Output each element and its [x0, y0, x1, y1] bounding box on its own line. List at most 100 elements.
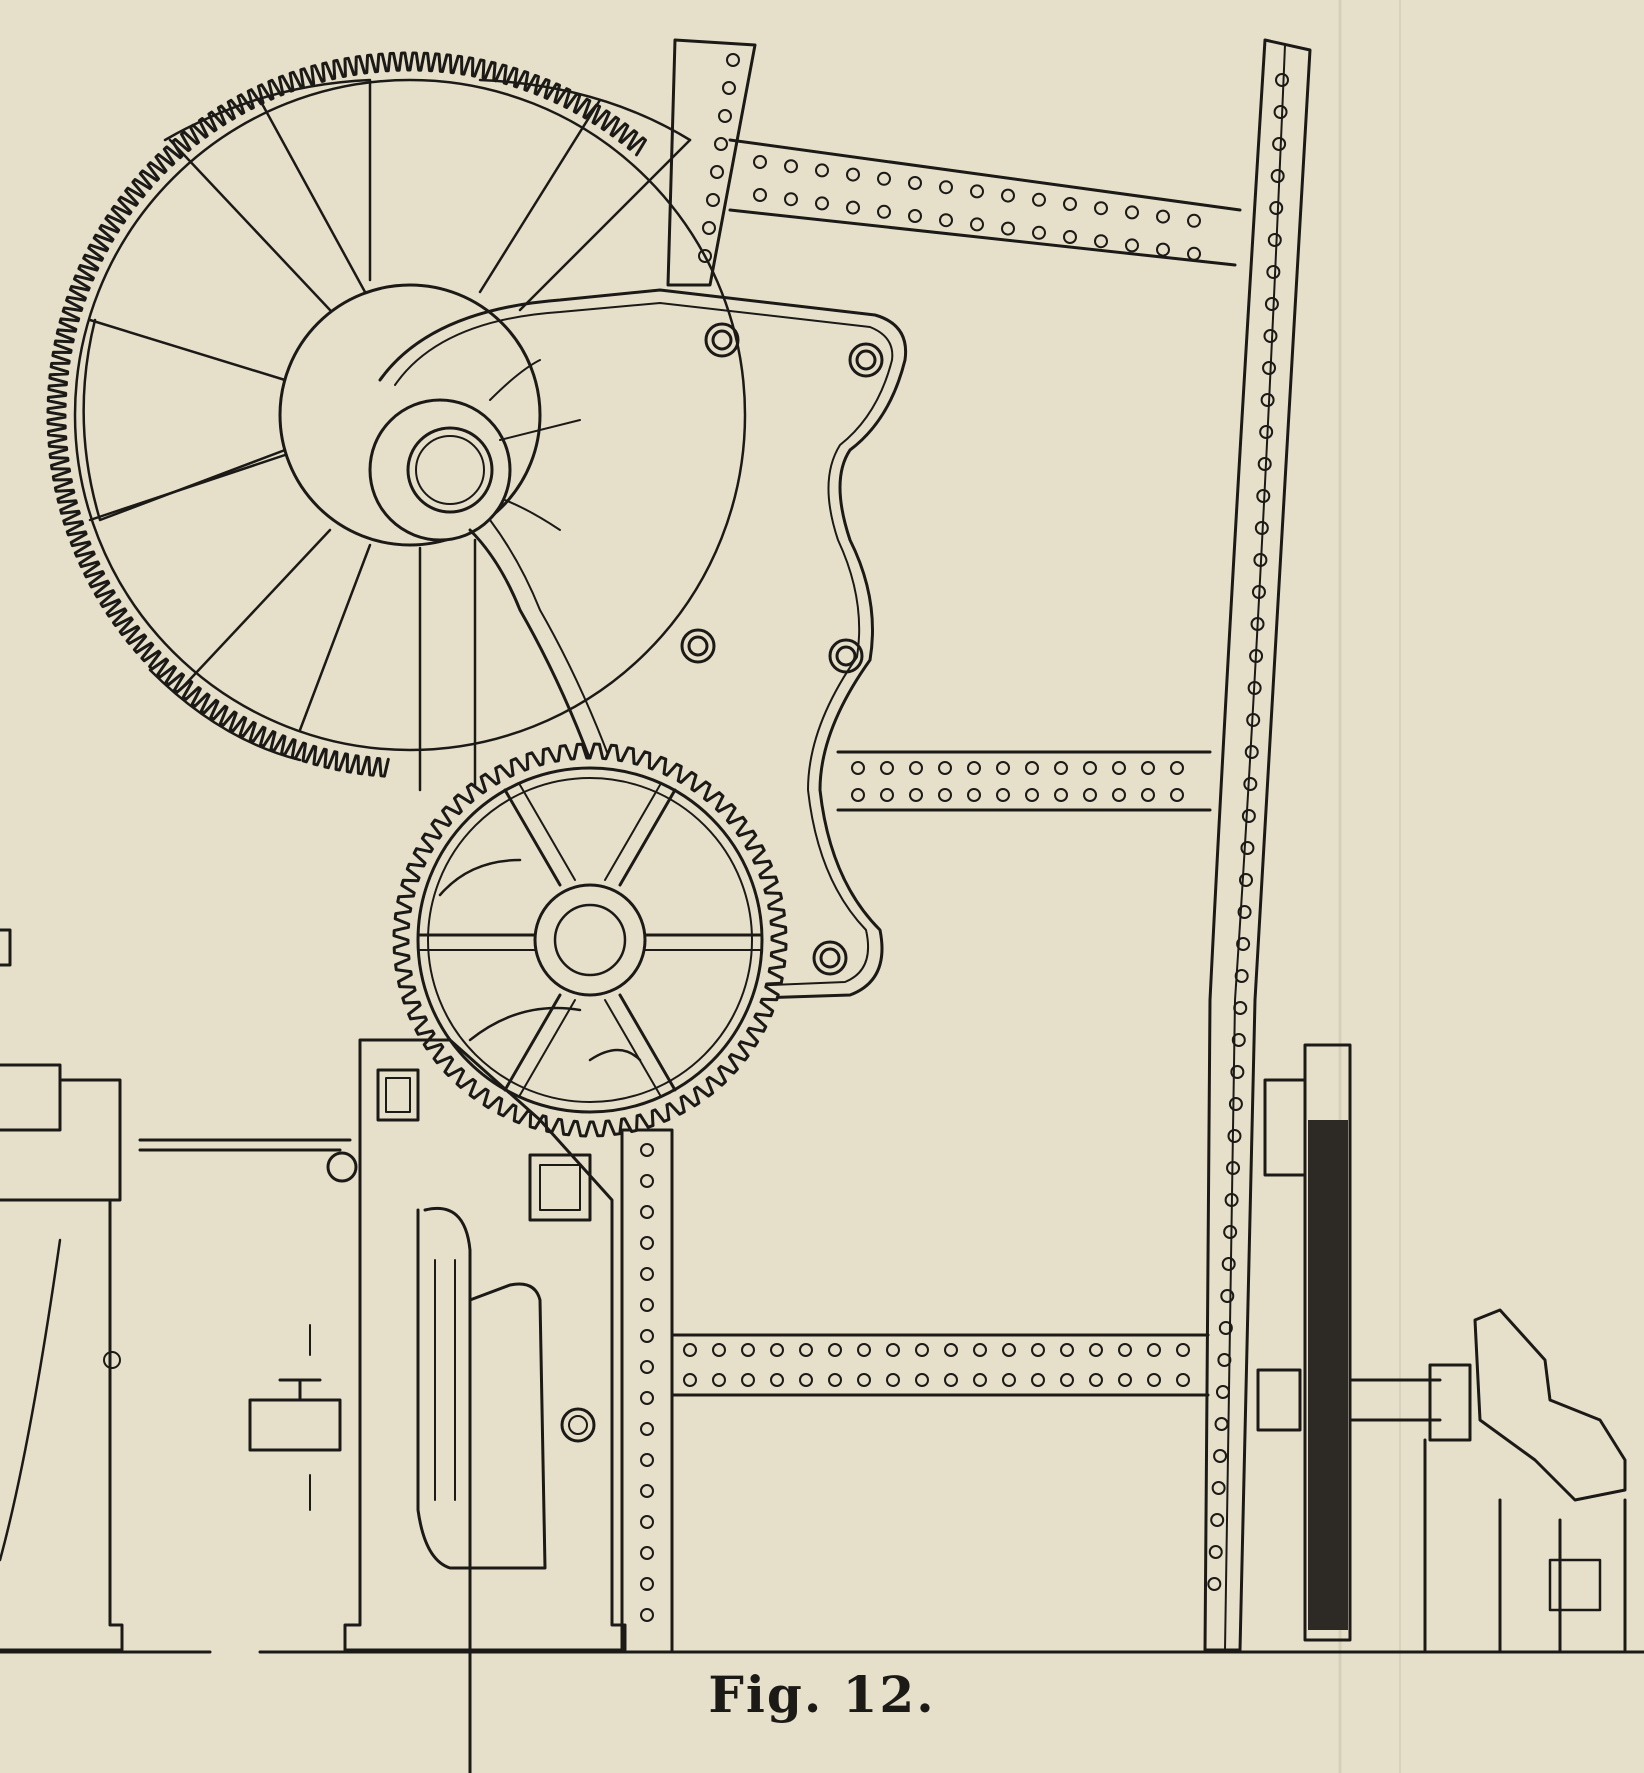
rivet-icon [640, 1546, 654, 1560]
rivet-icon [909, 788, 923, 802]
rivet-icon [753, 155, 767, 169]
rivet-icon [880, 761, 894, 775]
rivet-icon [1089, 1373, 1103, 1387]
rivet-icon [1025, 761, 1039, 775]
rivet-icon [640, 1608, 654, 1622]
rivet-icon [1218, 1321, 1233, 1335]
rivet-icon [640, 1422, 654, 1436]
rivet-icon [886, 1373, 900, 1387]
rivet-icon [1125, 205, 1139, 220]
rivet-icon [1141, 788, 1155, 802]
rivet-icon [1063, 230, 1077, 244]
right-flywheel [1256, 1043, 1627, 1652]
rivet-icon [1224, 1193, 1239, 1207]
rivet-icon [1187, 246, 1201, 261]
rivet-icon [1031, 1343, 1045, 1357]
rivet-icon [799, 1343, 813, 1357]
rivet-icon [1025, 788, 1039, 802]
rivet-icon [1270, 169, 1285, 183]
rivet-icon [726, 53, 740, 67]
rivet-icon [1001, 221, 1015, 236]
rivet-icon [1060, 1373, 1074, 1387]
rivet-icon [1260, 393, 1275, 407]
rivet-icon [996, 788, 1010, 802]
rivet-icon [706, 193, 720, 207]
rivet-icon [908, 209, 922, 223]
rivet-icon [851, 761, 865, 775]
rivet-icon [1094, 234, 1108, 249]
rivet-icon [683, 1373, 697, 1387]
rivet-icon [1246, 713, 1261, 727]
rivet-icon [640, 1360, 654, 1374]
rivet-icon [710, 165, 724, 179]
rivet-icon [1226, 1161, 1241, 1175]
rivet-icon [1237, 905, 1252, 919]
rivet-icon [1233, 1001, 1248, 1015]
rivet-icon [640, 1143, 654, 1157]
rivet-icon [1147, 1343, 1161, 1357]
rivet-icon [857, 1343, 871, 1357]
rivet-icon [1249, 649, 1264, 663]
rivet-icon [770, 1373, 784, 1387]
rivet-icon [915, 1343, 929, 1357]
rivet-icon [1251, 585, 1266, 599]
rivet-icon [886, 1343, 900, 1357]
rivet-icon [1208, 1545, 1223, 1559]
rivet-icon [938, 761, 952, 775]
rivet-icon [640, 1205, 654, 1219]
rivet-icon [1032, 192, 1046, 207]
rivet-icon [1266, 265, 1281, 279]
rivet-icon [1118, 1343, 1132, 1357]
rivet-icon [1002, 1343, 1016, 1357]
rivet-icon [1275, 73, 1289, 87]
rivet-icon [1257, 457, 1272, 471]
rivet-icon [1176, 1373, 1190, 1387]
rivet-icon [1263, 329, 1278, 343]
rivet-icon [1234, 969, 1249, 983]
rivet-icon [1170, 788, 1184, 802]
rivet-icon [714, 137, 728, 151]
rivet-icon [770, 1343, 784, 1357]
small-spur-gear [392, 742, 788, 1138]
rivet-icon [1063, 197, 1077, 211]
rivet-icon [702, 221, 716, 235]
rivet-icon [996, 761, 1010, 775]
rivet-icon [815, 196, 829, 211]
rivet-icon [1262, 361, 1277, 375]
rivet-icon [712, 1343, 726, 1357]
rivet-icon [718, 109, 732, 123]
rivet-icon [1083, 788, 1097, 802]
rivet-icon [1147, 1373, 1161, 1387]
bolt-icon [680, 322, 884, 976]
rivet-icon [640, 1453, 654, 1467]
rivet-icon [1228, 1097, 1243, 1111]
rivet-icon [846, 167, 860, 182]
rivet-icon [640, 1174, 654, 1188]
rivet-icon [973, 1343, 987, 1357]
rivet-icon [1112, 761, 1126, 775]
rivet-icon [1267, 233, 1282, 247]
rivet-icon [880, 788, 894, 802]
rivet-icon [857, 1373, 871, 1387]
rivet-icon [1259, 425, 1274, 439]
rivet-icon [1236, 937, 1251, 951]
rivet-icon [908, 176, 922, 190]
rivet-icon [970, 217, 984, 232]
rivet-icon [1254, 521, 1269, 535]
standard-bearing-base [138, 1038, 627, 1773]
rivet-icon [712, 1373, 726, 1387]
rivet-icon [1141, 761, 1155, 775]
rivet-icon [1217, 1353, 1232, 1367]
rivet-icon [1230, 1065, 1245, 1079]
rivet-icon [1211, 1481, 1226, 1495]
rivet-icon [1060, 1343, 1074, 1357]
rivet-icon [1250, 617, 1265, 631]
rivet-icon [967, 761, 981, 775]
rivet-icon [1156, 209, 1170, 224]
rivet-icon [640, 1298, 654, 1312]
rivet-icon [799, 1373, 813, 1387]
rivet-icon [973, 1373, 987, 1387]
rivet-icon [1256, 489, 1271, 503]
rivet-icon [1176, 1343, 1190, 1357]
rivet-icon [851, 788, 865, 802]
